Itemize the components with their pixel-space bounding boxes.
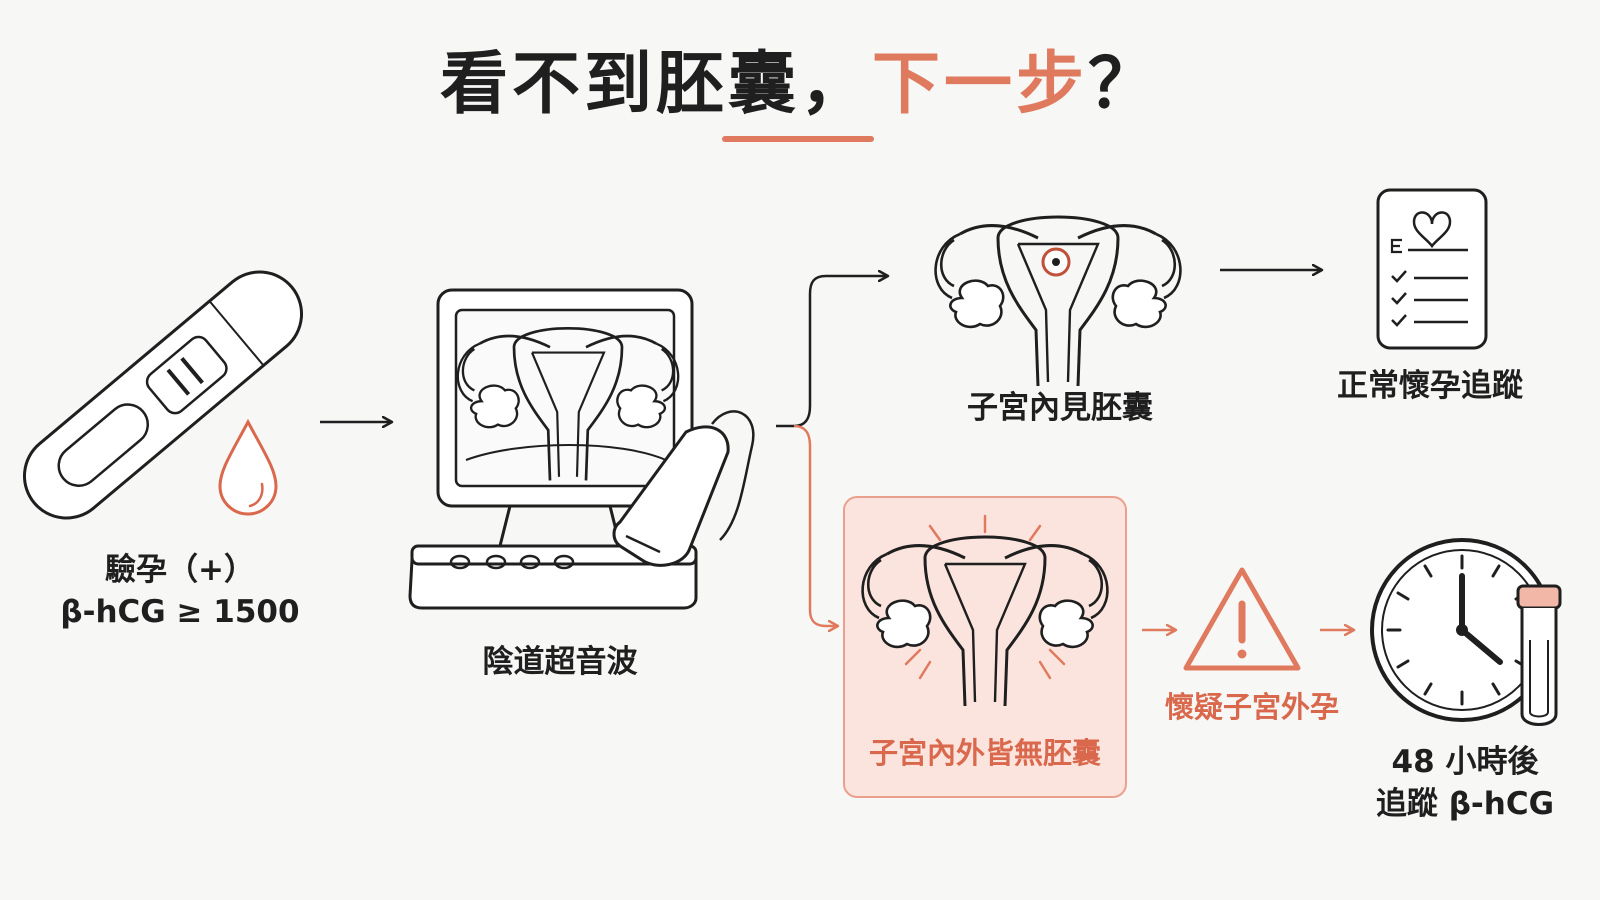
uterus-empty-icon <box>861 514 1109 708</box>
test-label-line1: 驗孕（+） <box>105 552 255 588</box>
ectopic-label: 懷疑子宮外孕 <box>1164 690 1339 724</box>
ultrasound-label: 陰道超音波 <box>482 644 638 680</box>
checklist-icon <box>1376 188 1488 350</box>
ultrasound-machine-icon <box>408 288 755 610</box>
arrow-to-intrauterine <box>776 276 888 428</box>
uterus-with-sac-icon <box>934 215 1182 388</box>
pregnancy-test-icon <box>22 270 304 520</box>
clock-icon <box>1370 538 1554 722</box>
followup-label: 48 小時後 追蹤 β-hCG <box>1350 742 1580 826</box>
test-tube-icon <box>1516 584 1562 726</box>
warning-icon <box>1183 567 1301 671</box>
blood-drop-icon <box>218 418 278 516</box>
no-sac-label: 子宮內外皆無胚囊 <box>868 736 1101 770</box>
no-sac-highlight-box <box>843 496 1127 798</box>
page-title: 看不到胚囊，下一步？ <box>0 28 1600 127</box>
normal-label: 正常懷孕追蹤 <box>1337 368 1523 404</box>
arrow-to-no-sac <box>793 424 838 626</box>
followup-label-line1: 48 小時後 <box>1391 744 1539 780</box>
title-end: ？ <box>1088 45 1161 124</box>
test-label-line2: β-hCG ≥ 1500 <box>60 593 300 630</box>
test-label: 驗孕（+） β-hCG ≥ 1500 <box>60 550 300 634</box>
title-accent: 下一步 <box>871 45 1088 124</box>
title-main: 看不到胚囊， <box>439 45 872 124</box>
followup-label-line2: 追蹤 β-hCG <box>1375 785 1555 822</box>
title-underline <box>722 136 874 142</box>
intrauterine-label: 子宮內見胚囊 <box>967 390 1153 426</box>
